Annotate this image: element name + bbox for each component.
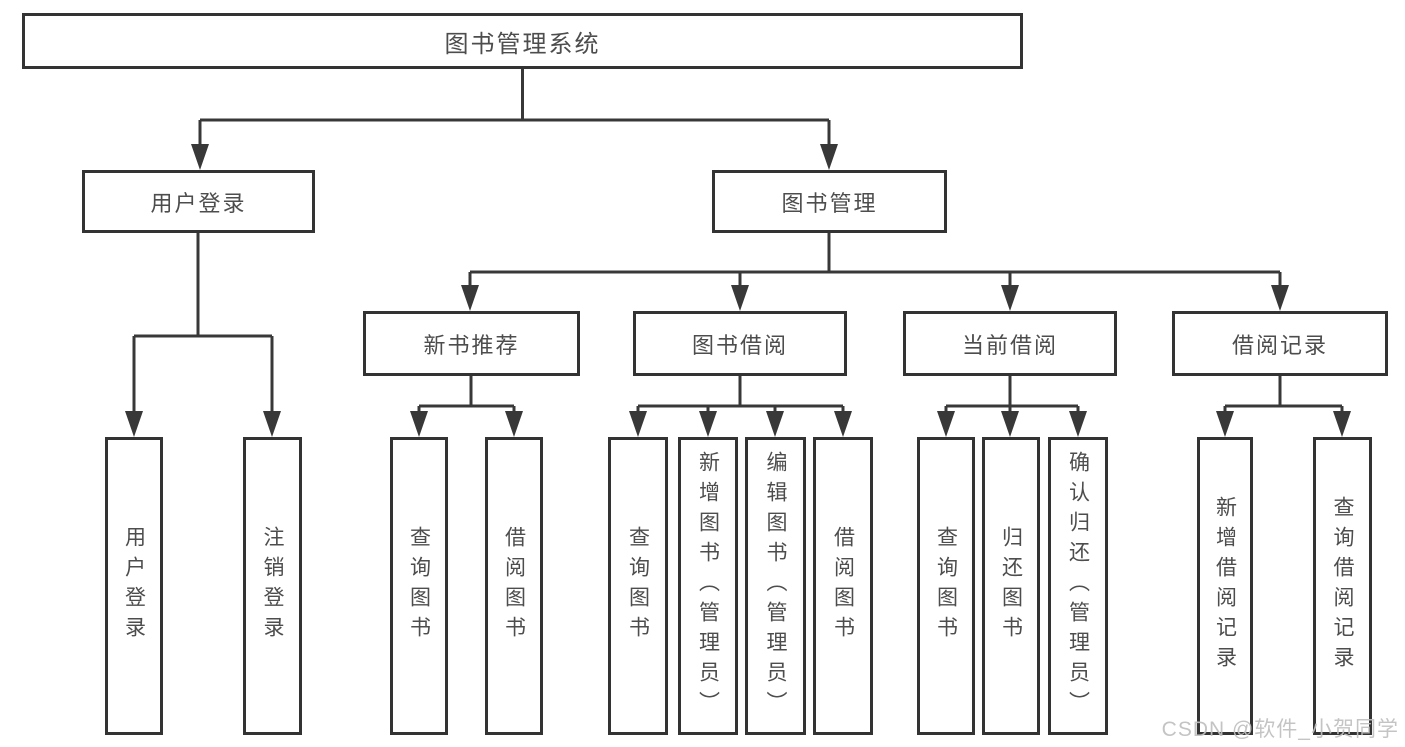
node-user-login: 用户登录 bbox=[82, 170, 315, 233]
node-book-borrowing: 图书借阅 bbox=[633, 311, 847, 376]
leaf-borrow-books-recommend: 借阅图书 bbox=[485, 437, 543, 735]
leaf-edit-book-admin: 编辑图书（管理员） bbox=[745, 437, 806, 735]
leaf-add-book-admin: 新增图书（管理员） bbox=[678, 437, 738, 735]
leaf-borrow-books: 借阅图书 bbox=[813, 437, 873, 735]
leaf-user-login: 用户登录 bbox=[105, 437, 163, 735]
leaf-query-books-recommend: 查询图书 bbox=[390, 437, 448, 735]
leaf-return-book: 归还图书 bbox=[982, 437, 1040, 735]
node-current-borrowing: 当前借阅 bbox=[903, 311, 1117, 376]
node-new-book-recommend: 新书推荐 bbox=[363, 311, 580, 376]
leaf-add-borrow-record: 新增借阅记录 bbox=[1197, 437, 1253, 735]
node-book-management: 图书管理 bbox=[712, 170, 947, 233]
node-borrow-records: 借阅记录 bbox=[1172, 311, 1388, 376]
leaf-confirm-return-admin: 确认归还（管理员） bbox=[1048, 437, 1108, 735]
leaf-query-books-borrowing: 查询图书 bbox=[608, 437, 668, 735]
leaf-logout: 注销登录 bbox=[243, 437, 302, 735]
node-library-management-system: 图书管理系统 bbox=[22, 13, 1023, 69]
leaf-query-borrow-record: 查询借阅记录 bbox=[1313, 437, 1372, 735]
leaf-query-books-current: 查询图书 bbox=[917, 437, 975, 735]
